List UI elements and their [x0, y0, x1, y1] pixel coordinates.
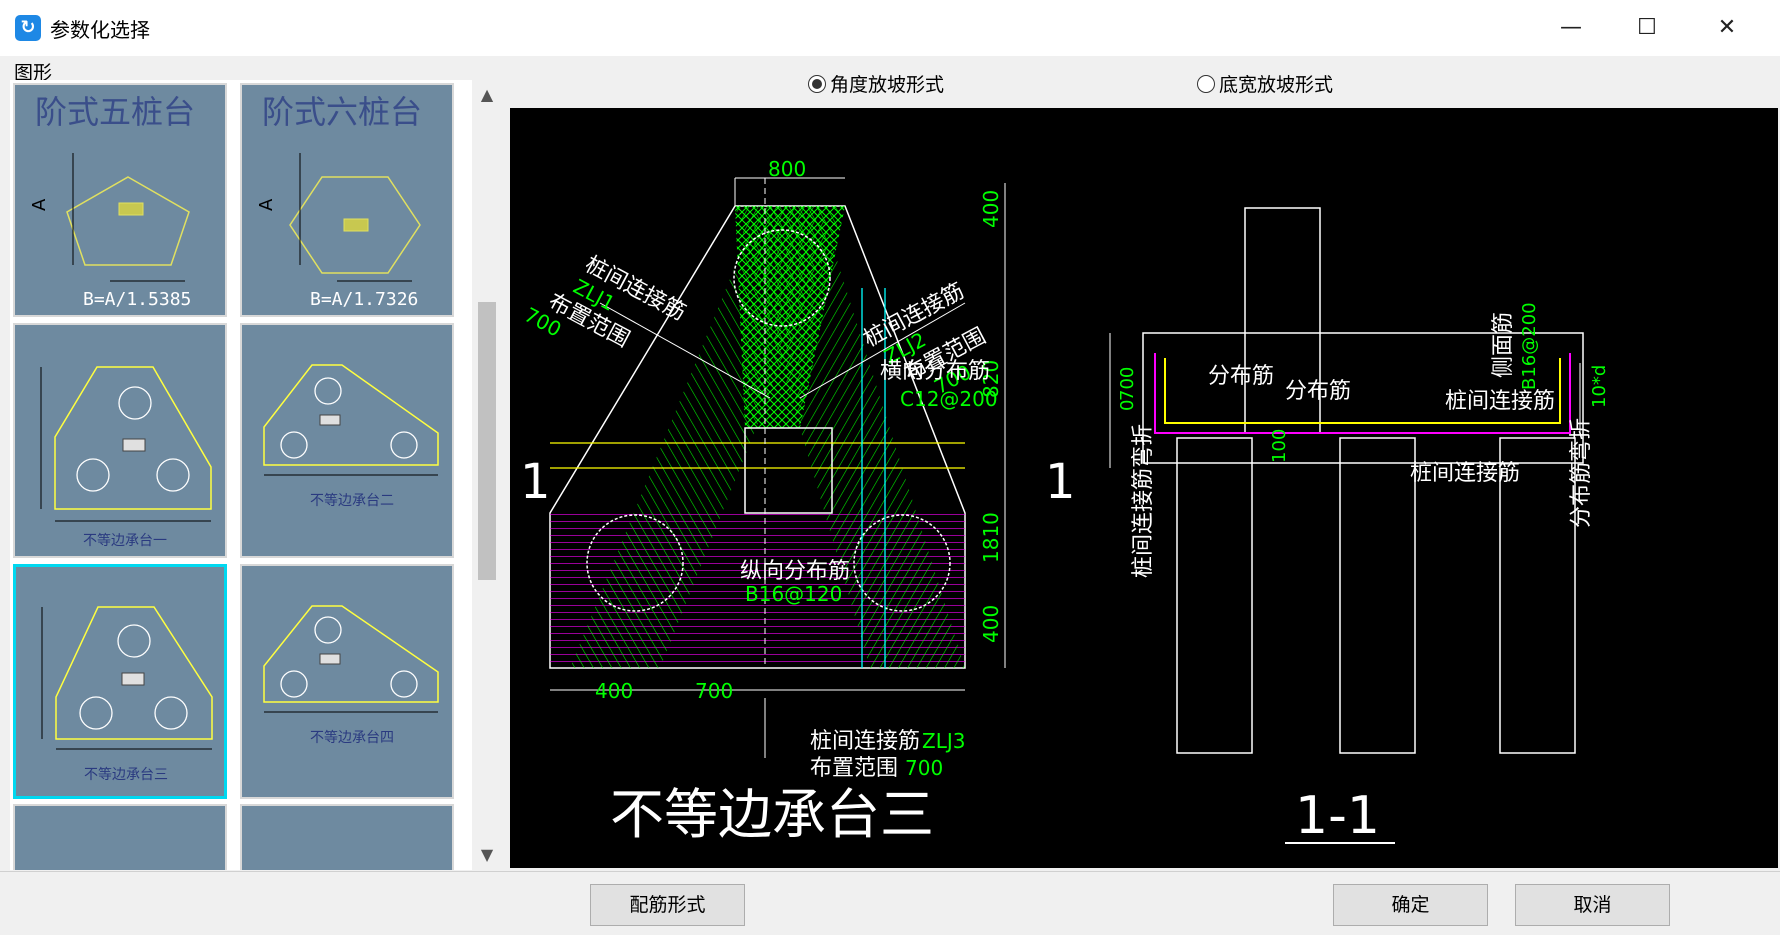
thumbnail-stepped-five-pile-cap[interactable]: 阶式五桩台 A B=A/1.5385 — [13, 83, 227, 317]
label-pile-link-2: 桩间连接筋 — [1410, 461, 1520, 486]
thumb-title: 阶式六桩台 — [262, 93, 422, 131]
thumbnail-unequal-cap-3[interactable]: 不等边承台三 — [13, 564, 227, 799]
section-mark-right: 1 — [1045, 454, 1076, 510]
label-dist-bar-2: 分布筋 — [1285, 379, 1351, 404]
thumbnail-list: 阶式五桩台 A B=A/1.5385 阶式六桩台 A B=A/1.7326 — [10, 80, 472, 870]
thumb-formula: B=A/1.7326 — [310, 289, 418, 310]
label-pile-link: 桩间连接筋 — [1445, 389, 1555, 414]
close-button[interactable]: ✕ — [1717, 15, 1737, 40]
thumb-formula: B=A/1.5385 — [83, 289, 191, 310]
section-mark-left: 1 — [520, 454, 551, 510]
bottom-bar: 配筋形式 确定 取消 — [0, 871, 1780, 935]
thumbnail-partial[interactable] — [240, 804, 454, 870]
dim-bottom-left: 400 — [595, 679, 633, 703]
scroll-down-icon[interactable]: ▼ — [480, 845, 494, 864]
cancel-button[interactable]: 取消 — [1515, 884, 1670, 926]
thumbnail-partial[interactable] — [13, 804, 227, 870]
thumb-label: 不等边承台二 — [310, 492, 394, 509]
label-pile-link-bend: 桩间连接筋弯折 — [1131, 424, 1156, 578]
dim-a-label: A — [29, 198, 50, 211]
dim-right-4: 400 — [979, 605, 1003, 643]
dim-cover: 100 — [1269, 429, 1290, 463]
thumbnail-stepped-six-pile-cap[interactable]: 阶式六桩台 A B=A/1.7326 — [240, 83, 454, 317]
label-longitudinal-spec: B16@120 — [745, 582, 842, 606]
minimize-button[interactable]: — — [1560, 15, 1582, 40]
maximize-button[interactable]: ☐ — [1637, 15, 1657, 40]
label-zlj3-range: 布置范围 — [810, 756, 898, 781]
section-title: 1-1 — [1295, 786, 1380, 846]
dim-a-label: A — [256, 198, 277, 211]
label-dist-bar-1: 分布筋 — [1208, 364, 1274, 389]
label-side-bar: 侧面筋 — [1491, 312, 1516, 378]
rebar-form-button[interactable]: 配筋形式 — [590, 884, 745, 926]
window-title: 参数化选择 — [50, 18, 150, 42]
scroll-thumb[interactable] — [478, 302, 496, 580]
scroll-up-icon[interactable]: ▲ — [480, 85, 494, 104]
dim-top: 800 — [768, 157, 806, 181]
label-zlj3-code: ZLJ3 — [922, 729, 965, 753]
radio-label: 角度放坡形式 — [830, 74, 945, 96]
label-bend-length: 10*d — [1589, 365, 1610, 408]
radio-label: 底宽放坡形式 — [1219, 74, 1334, 96]
drawing-title: 不等边承台三 — [610, 783, 934, 846]
label-zlj3-value: 700 — [905, 756, 943, 780]
thumb-label: 不等边承台三 — [84, 766, 168, 783]
radio-checked-icon[interactable] — [808, 75, 826, 93]
label-longitudinal-bar: 纵向分布筋 — [740, 559, 850, 584]
group-label-shapes: 图形 — [14, 62, 53, 84]
dim-zero: 0 — [1117, 400, 1138, 411]
drawing-preview-canvas: 1 1 800 400 700 400 820 1810 400 桩间连接筋 Z… — [510, 108, 1778, 868]
label-transverse-bar: 横向分布筋 — [880, 359, 990, 384]
section-view: 700 0 100 分布筋 分布筋 侧面筋 B16@200 桩间连接筋 桩间连接… — [1109, 207, 1610, 846]
thumb-label: 不等边承台四 — [310, 729, 394, 746]
thumbnail-unequal-cap-4[interactable]: 不等边承台四 — [240, 564, 454, 799]
label-dist-bend: 分布筋弯折 — [1569, 418, 1594, 528]
radio-unchecked-icon[interactable] — [1197, 75, 1215, 93]
ok-button[interactable]: 确定 — [1333, 884, 1488, 926]
label-zlj3-name: 桩间连接筋 — [810, 729, 920, 754]
radio-angle-slope[interactable]: 角度放坡形式 — [808, 70, 944, 97]
dim-right-1: 400 — [979, 190, 1003, 228]
thumb-title: 阶式五桩台 — [35, 93, 195, 131]
plan-view: 1 1 800 400 700 400 820 1810 400 桩间连接筋 Z… — [520, 157, 1076, 846]
title-bar: ↻ 参数化选择 — ☐ ✕ — [0, 0, 1780, 56]
label-side-bar-spec: B16@200 — [1519, 302, 1540, 390]
dim-right-3: 1810 — [979, 512, 1003, 563]
thumb-label: 不等边承台一 — [83, 532, 167, 549]
app-logo-icon: ↻ — [15, 15, 41, 41]
radio-bottom-width-slope[interactable]: 底宽放坡形式 — [1197, 70, 1333, 97]
thumbnail-unequal-cap-1[interactable]: 不等边承台一 — [13, 323, 227, 558]
dim-right-2: 820 — [979, 360, 1003, 398]
thumbnail-unequal-cap-2[interactable]: 不等边承台二 — [240, 323, 454, 558]
dim-bottom-mid: 700 — [695, 679, 733, 703]
dim-height: 700 — [1117, 367, 1138, 401]
thumbnail-scrollbar[interactable]: ▲ ▼ — [474, 80, 500, 870]
label-transverse-spec: C12@200 — [900, 387, 998, 411]
